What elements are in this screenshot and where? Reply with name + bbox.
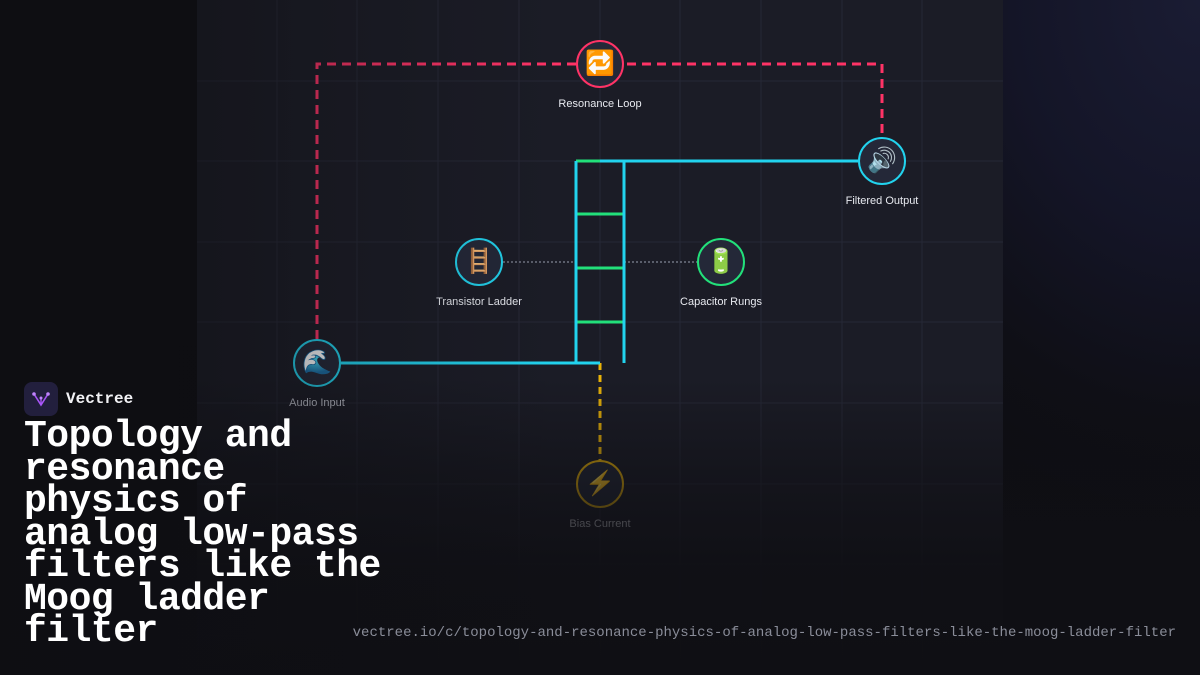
vectree-logo-icon: [24, 382, 58, 416]
wave-icon: 🌊: [302, 349, 332, 376]
ladder-icon: 🪜: [464, 248, 494, 275]
speaker-icon: 🔊: [867, 147, 897, 174]
audio-input-label: Audio Input: [289, 397, 345, 409]
page-url[interactable]: vectree.io/c/topology-and-resonance-phys…: [352, 625, 1176, 641]
capacitor-rungs-node[interactable]: 🔋: [697, 238, 745, 286]
filtered-output-node[interactable]: 🔊: [858, 137, 906, 185]
brand-name: Vectree: [66, 390, 134, 408]
battery-icon: 🔋: [706, 248, 736, 275]
transistor-ladder-label: Transistor Ladder: [436, 296, 522, 308]
bias-current-label: Bias Current: [569, 518, 631, 530]
transistor-ladder-node[interactable]: 🪜: [455, 238, 503, 286]
lightning-icon: ⚡: [585, 470, 615, 497]
page-title: Topology and resonance physics of analog…: [24, 415, 381, 653]
loop-arrows-icon: 🔁: [585, 50, 615, 77]
filtered-output-label: Filtered Output: [845, 195, 919, 207]
audio-input-node[interactable]: 🌊: [293, 339, 341, 387]
resonance-loop-label: Resonance Loop: [558, 98, 642, 110]
bias-current-node[interactable]: ⚡: [576, 460, 624, 508]
capacitor-rungs-label: Capacitor Rungs: [680, 296, 762, 308]
resonance-loop-node[interactable]: 🔁: [576, 40, 624, 88]
brand[interactable]: Vectree: [24, 382, 133, 416]
